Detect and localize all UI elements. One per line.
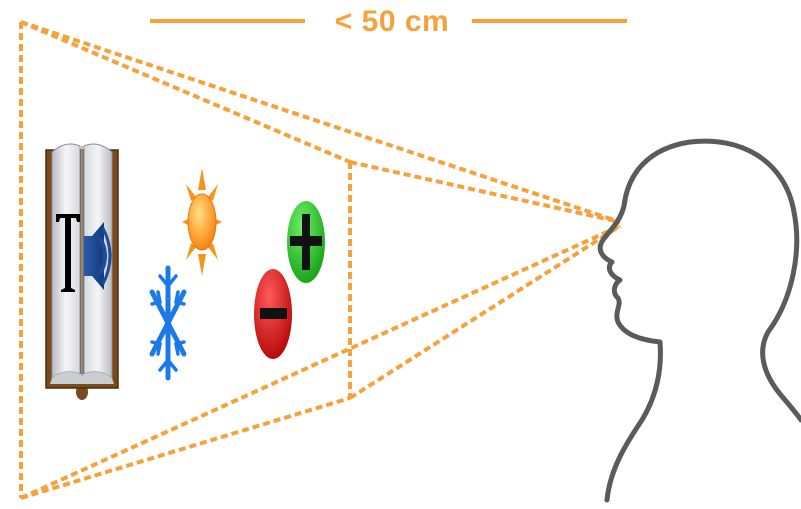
minus-icon: [254, 269, 292, 359]
sun-icon: [182, 168, 222, 276]
cone-top-inner: [20, 20, 351, 164]
speaker-icon: [84, 222, 112, 290]
cone-bottom-inner: [20, 396, 351, 500]
cone-bottom-far: [348, 224, 622, 400]
book-icon: [45, 143, 119, 400]
snowflake-icon: [149, 265, 187, 381]
text-glyph-icon: [56, 214, 80, 292]
head-profile-icon: [597, 138, 801, 503]
distance-label: < 50 cm: [334, 5, 450, 38]
cone-top-far: [349, 160, 621, 224]
plus-icon: [287, 201, 325, 283]
cone-top-outer: [20, 20, 621, 224]
viewing-cone: [19, 20, 622, 500]
